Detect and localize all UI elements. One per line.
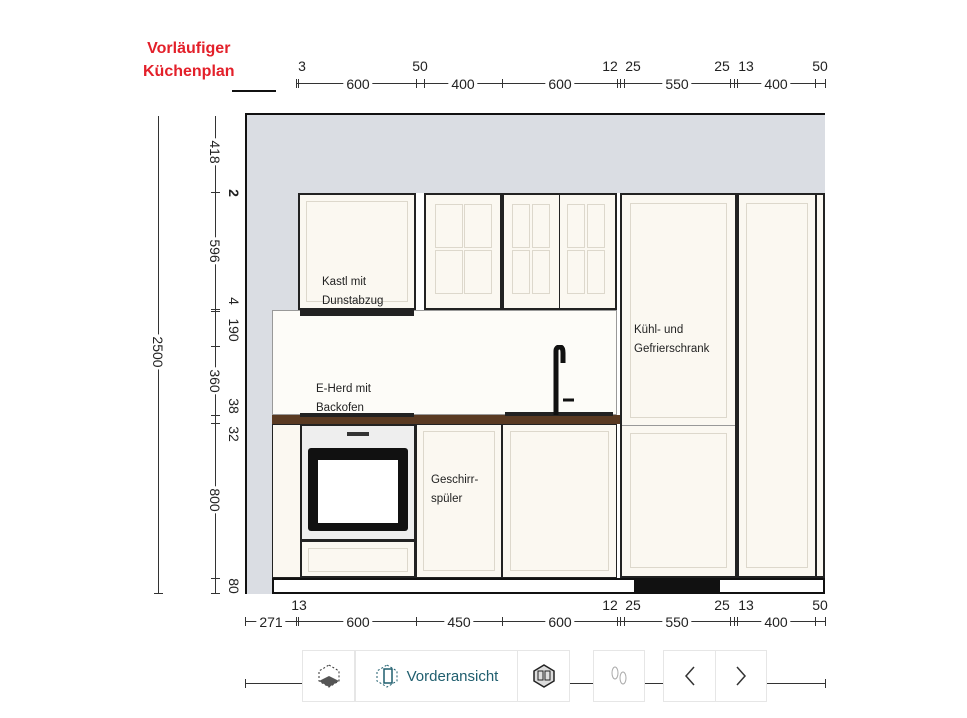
glass-cabinet-double[interactable]	[502, 193, 617, 310]
title-line2: Küchenplan	[143, 63, 235, 80]
dim-label: 50	[412, 58, 428, 74]
dim-label: 50	[812, 58, 828, 74]
dishwasher[interactable]	[416, 424, 502, 578]
dim-label: 13	[291, 597, 307, 613]
dim-label: 13	[738, 597, 754, 613]
dim-label: 600	[545, 76, 575, 92]
dim-label: 25	[714, 58, 730, 74]
next-button[interactable]	[715, 650, 767, 702]
side-panel	[815, 193, 825, 578]
dim-label: 38	[226, 398, 242, 414]
dim-label: 190	[226, 318, 242, 342]
previous-button[interactable]	[663, 650, 716, 702]
room-view-button[interactable]	[517, 650, 570, 702]
dim-label: 800	[207, 486, 223, 514]
dim-label: 400	[761, 76, 791, 92]
faucet-icon	[553, 345, 574, 415]
title-line1: Vorläufiger	[147, 40, 231, 57]
dim-label: 450	[444, 614, 474, 630]
hood-cabinet[interactable]	[298, 193, 416, 310]
worktop	[272, 415, 620, 424]
dim-label: 400	[448, 76, 478, 92]
dim-label: 13	[738, 58, 754, 74]
dim-label: 600	[343, 614, 373, 630]
dim-label: 400	[761, 614, 791, 630]
3d-view-button[interactable]	[302, 650, 355, 702]
front-view-button[interactable]: Vorderansicht	[355, 650, 518, 702]
fridge-cabinet[interactable]	[620, 193, 737, 578]
dim-label: 25	[625, 597, 641, 613]
dim-label: 12	[602, 597, 618, 613]
sink-cabinet[interactable]	[502, 424, 617, 578]
view-label: Vorderansicht	[406, 667, 499, 685]
3d-view-icon	[318, 664, 339, 688]
dim-label: 12	[602, 58, 618, 74]
dim-label: 550	[662, 614, 692, 630]
footsteps-icon	[611, 666, 627, 685]
walk-mode-button[interactable]	[593, 650, 645, 702]
dim-label: 271	[256, 614, 286, 630]
oven[interactable]	[300, 424, 416, 541]
room-view-icon	[532, 664, 555, 688]
dim-label: 600	[343, 76, 373, 92]
plinth	[272, 578, 825, 594]
dim-label: 2	[226, 189, 242, 197]
scale-bar	[232, 90, 276, 92]
hob	[300, 413, 414, 417]
dim-label: 418	[207, 138, 223, 166]
glass-cabinet[interactable]	[424, 193, 502, 310]
dim-label: 360	[207, 367, 223, 395]
dim-label: 550	[662, 76, 692, 92]
dim-label: 2500	[150, 334, 166, 370]
vent-grille	[634, 578, 720, 594]
dim-label: 4	[226, 297, 242, 305]
dim-label: 3	[298, 58, 306, 74]
chevron-right-icon	[736, 666, 747, 686]
dim-label: 32	[226, 426, 242, 442]
backsplash	[272, 310, 617, 415]
tall-cabinet[interactable]	[737, 193, 817, 578]
chevron-left-icon	[684, 666, 695, 686]
extractor-hood	[300, 310, 414, 316]
dim-label: 25	[714, 597, 730, 613]
dim-label: 25	[625, 58, 641, 74]
dim-label: 596	[207, 237, 223, 265]
base-side-panel	[272, 424, 302, 578]
dim-label: 600	[545, 614, 575, 630]
oven-drawer[interactable]	[300, 540, 416, 578]
dim-label: 50	[812, 597, 828, 613]
dim-label: 80	[226, 578, 242, 594]
sink	[505, 412, 613, 416]
front-view-icon	[376, 664, 398, 688]
dishwasher-label: Geschirr-spüler	[431, 474, 479, 505]
